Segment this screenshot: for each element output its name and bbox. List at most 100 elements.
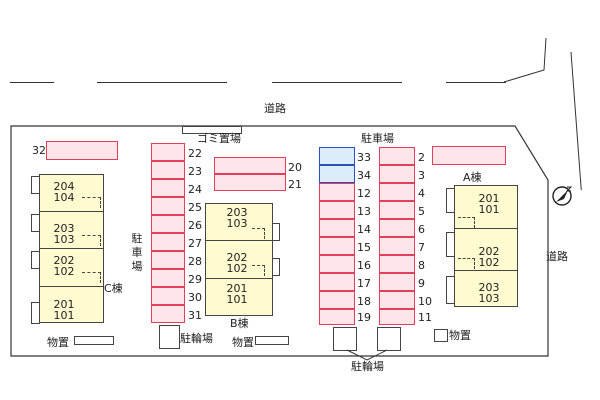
slot-22: [151, 143, 185, 161]
slot-14: [319, 219, 355, 237]
slot-number: 5: [418, 205, 425, 218]
garbage-area: [182, 126, 242, 134]
unit-upper: 204: [53, 180, 75, 193]
unit-divider: [39, 211, 104, 212]
stair-dashed: [458, 258, 475, 269]
storage-label-middle: 物置: [232, 336, 254, 349]
slot-number: 26: [188, 219, 202, 232]
bike-parking-label-left: 駐輪場: [180, 332, 213, 345]
storage-middle: [255, 336, 289, 345]
balcony: [31, 302, 40, 324]
unit-lower: 103: [53, 233, 75, 246]
slot-19: [319, 309, 355, 325]
balcony: [446, 276, 455, 304]
slot-6: [379, 219, 415, 237]
bike-parking-left: [159, 325, 180, 349]
unit-divider: [454, 228, 518, 229]
slot-number: 22: [188, 147, 202, 160]
slot-25: [151, 197, 185, 215]
unit-lower: 104: [53, 191, 75, 204]
slot-1: [432, 146, 506, 165]
slot-4: [379, 183, 415, 201]
balcony: [446, 232, 455, 257]
unit-divider: [39, 286, 104, 287]
unit-lower: 102: [53, 265, 75, 278]
slot-23: [151, 161, 185, 179]
slot-number: 27: [188, 237, 202, 250]
road-edge-3: [272, 82, 402, 83]
balcony: [31, 251, 40, 269]
building-c-label: C棟: [104, 282, 123, 295]
unit-upper: 202: [53, 254, 75, 267]
unit-lower: 103: [478, 292, 500, 305]
unit-upper: 202: [226, 251, 248, 264]
bike-parking-pointer: [346, 349, 388, 361]
unit-upper: 201: [226, 282, 248, 295]
road-edge-4: [446, 82, 506, 83]
slot-32: [46, 141, 118, 160]
slot-number: 25: [188, 201, 202, 214]
slot-number: 30: [188, 291, 202, 304]
storage-right: [434, 329, 448, 342]
unit-upper: 202: [478, 245, 500, 258]
slot-11: [379, 309, 415, 325]
garbage-label: ゴミ置場: [197, 132, 241, 145]
storage-left: [74, 336, 114, 345]
slot-number: 8: [418, 259, 425, 272]
slot-number: 14: [357, 223, 371, 236]
slot-24: [151, 179, 185, 197]
slot-number: 28: [188, 255, 202, 268]
road-edge-1: [10, 82, 54, 83]
slot-number: 15: [357, 241, 371, 254]
slot-number: 21: [288, 178, 302, 191]
road-label-right: 道路: [546, 250, 568, 263]
unit-upper: 201: [478, 192, 500, 205]
slot-number: 31: [188, 309, 202, 322]
unit-lower: 101: [478, 203, 500, 216]
slot-number: 13: [357, 205, 371, 218]
stair-dashed: [82, 272, 101, 283]
unit-divider: [454, 270, 518, 271]
slot-number: 3: [418, 169, 425, 182]
unit-upper: 203: [53, 222, 75, 235]
slot-number: 17: [357, 277, 371, 290]
storage-label-right: 物置: [449, 329, 471, 342]
road-edge-2: [97, 82, 227, 83]
slot-number: 10: [418, 295, 432, 308]
balcony: [446, 188, 455, 213]
north-arrow-icon: [552, 186, 573, 206]
parking-label-center: 駐車場: [361, 132, 394, 145]
slot-number: 20: [288, 161, 302, 174]
slot-20: [214, 157, 286, 174]
balcony: [272, 258, 280, 276]
slot-number: 24: [188, 183, 202, 196]
road-label-top: 道路: [264, 102, 286, 115]
stair-dashed: [252, 265, 265, 276]
road-curve: [503, 37, 582, 190]
unit-divider: [39, 248, 104, 249]
slot-number: 6: [418, 223, 425, 236]
unit-lower: 101: [226, 293, 248, 306]
slot-9: [379, 273, 415, 291]
balcony: [272, 223, 280, 241]
slot-number: 7: [418, 241, 425, 254]
slot-number: 18: [357, 295, 371, 308]
slot-21: [214, 174, 286, 191]
building-b: [205, 203, 273, 316]
slot-number: 29: [188, 273, 202, 286]
stair-dashed: [252, 228, 265, 239]
slot-28: [151, 251, 185, 269]
slot-16: [319, 255, 355, 273]
slot-33: [319, 147, 355, 165]
building-b-label: B棟: [230, 317, 249, 330]
slot-number: 23: [188, 165, 202, 178]
slot-30: [151, 287, 185, 305]
slot-5: [379, 201, 415, 219]
slot-12: [319, 183, 355, 201]
unit-divider: [205, 240, 273, 241]
slot-34: [319, 165, 355, 183]
slot-8: [379, 255, 415, 273]
slot-number: 4: [418, 187, 425, 200]
slot-29: [151, 269, 185, 287]
slot-31: [151, 305, 185, 323]
